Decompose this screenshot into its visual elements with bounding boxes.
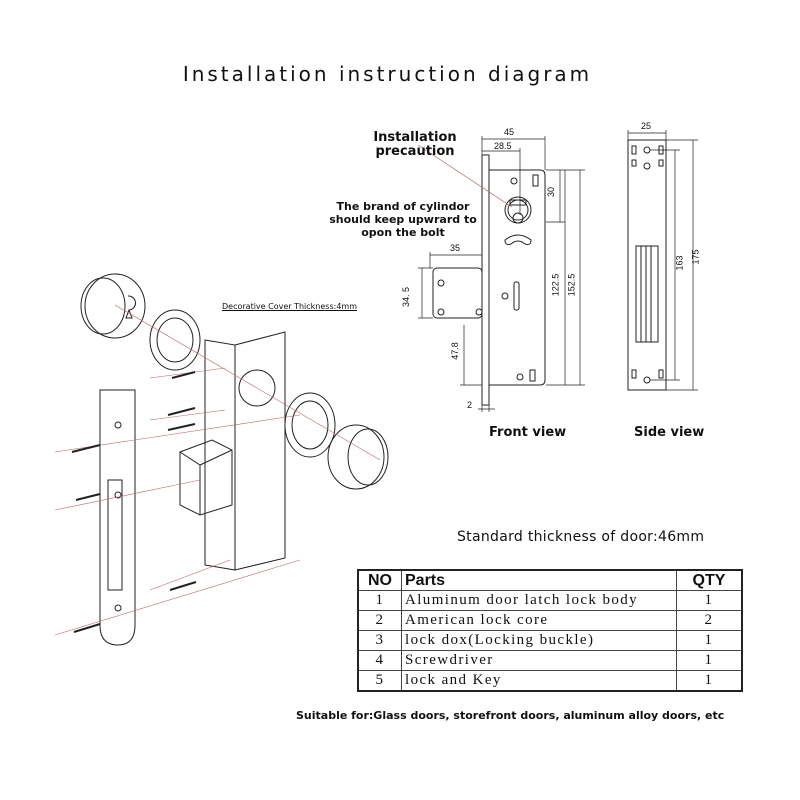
dim-175: 175 — [690, 249, 701, 265]
row-qty: 2 — [676, 610, 743, 631]
row-part: Aluminum door latch lock body — [401, 590, 677, 611]
table-header: NO Parts QTY — [357, 569, 743, 591]
dim-2: 2 — [467, 400, 473, 410]
dim-28-5: 28.5 — [494, 141, 512, 151]
row-part: lock and Key — [401, 670, 677, 692]
dim-45: 45 — [504, 127, 515, 137]
suitable-for-text: Suitable for:Glass doors, storefront doo… — [296, 709, 725, 722]
side-view-label: Side view — [634, 425, 705, 440]
dim-30: 30 — [546, 186, 557, 198]
row-part: American lock core — [401, 610, 677, 631]
decorative-cover-note: Decorative Cover Thickness:4mm — [222, 302, 358, 311]
row-part: Screwdriver — [401, 650, 677, 671]
dim-47-8: 47.8 — [449, 342, 460, 360]
door-thickness-text: Standard thickness of door:46mm — [457, 529, 705, 545]
header-parts: Parts — [401, 569, 677, 591]
header-no: NO — [357, 569, 402, 591]
dim-25: 25 — [641, 121, 652, 131]
diagram-title: Installation instruction diagram — [182, 62, 593, 86]
row-qty: 1 — [676, 670, 743, 692]
row-qty: 1 — [676, 590, 743, 611]
front-view-label: Front view — [489, 425, 567, 440]
installation-precaution-note: Installation precaution — [373, 130, 457, 159]
header-qty: QTY — [676, 569, 743, 591]
side-view-drawing — [627, 130, 698, 391]
row-no: 3 — [357, 630, 402, 651]
dim-34-5: 34. 5 — [401, 286, 412, 308]
dim-35: 35 — [450, 243, 461, 253]
row-qty: 1 — [676, 630, 743, 651]
row-part: lock dox(Locking buckle) — [401, 630, 677, 651]
front-view-drawing — [417, 136, 585, 412]
dim-122-5: 122.5 — [550, 273, 561, 297]
dim-163: 163 — [674, 255, 685, 271]
dim-152-5: 152.5 — [566, 273, 577, 297]
row-no: 4 — [357, 650, 402, 671]
exploded-view-drawing — [54, 273, 389, 646]
row-qty: 1 — [676, 650, 743, 671]
row-no: 1 — [357, 590, 402, 611]
row-no: 2 — [357, 610, 402, 631]
cylinder-orientation-note: The brand of cylindor should keep upwrar… — [329, 200, 477, 240]
row-no: 5 — [357, 670, 402, 692]
